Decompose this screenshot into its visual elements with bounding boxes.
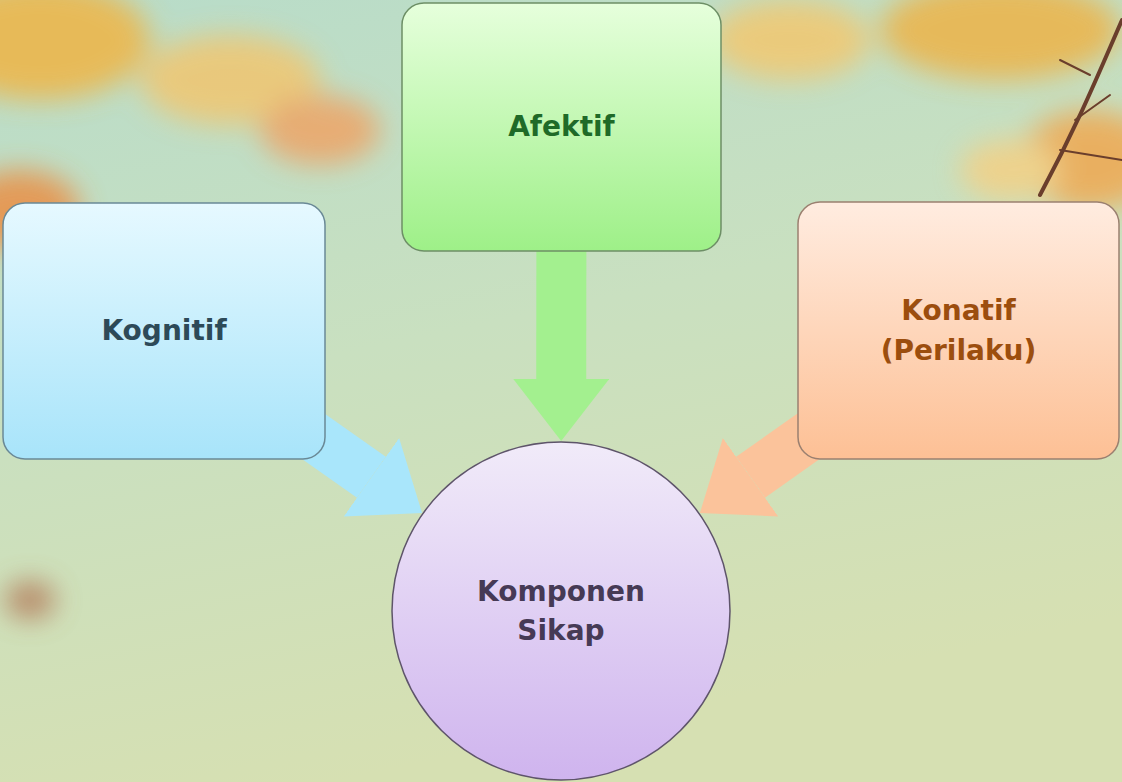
node-label: Afektif (508, 107, 615, 146)
circle-node: Komponen Sikap (391, 441, 731, 781)
node-label: Konatif (Perilaku) (881, 291, 1037, 369)
process-box: Konatif (Perilaku) (797, 201, 1120, 460)
box-shape (3, 203, 325, 459)
process-box: Kognitif (2, 202, 326, 460)
box-outline (797, 201, 1120, 460)
branch (1040, 20, 1122, 195)
node-label: Kognitif (101, 311, 226, 350)
box-shape (798, 202, 1119, 459)
process-box: Afektif (401, 2, 722, 252)
node-label: Komponen Sikap (477, 572, 645, 650)
circle-outline (391, 441, 731, 781)
box-shape (402, 3, 721, 251)
circle-shape (392, 442, 730, 780)
